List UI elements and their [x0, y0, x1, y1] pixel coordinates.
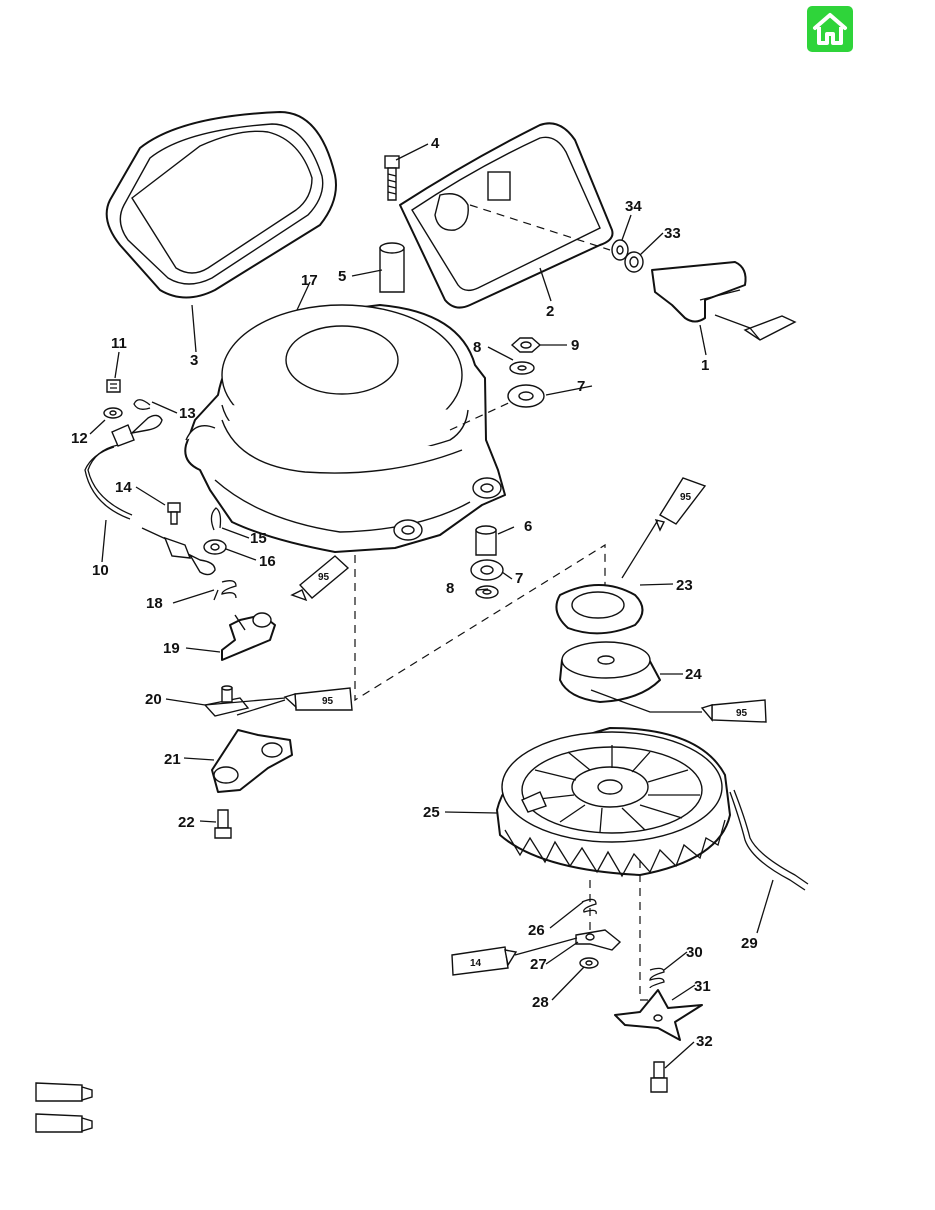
part-25-rewind-pulley: [496, 727, 731, 878]
part-10-stop-switch-lead: [84, 414, 216, 576]
part-9-nut: [510, 337, 542, 353]
callout-27: 27: [530, 956, 547, 973]
callout-26: 26: [528, 922, 545, 939]
callout-12: 12: [71, 430, 88, 447]
lubricant-tube-2: 95: [290, 555, 350, 602]
lubricant-tube-1: 95: [654, 477, 707, 532]
callout-20: 20: [145, 691, 162, 708]
svg-text:14: 14: [470, 958, 482, 969]
callout-21: 21: [164, 751, 181, 768]
callout-17: 17: [301, 272, 318, 289]
part-7-grommet-bottom: [470, 559, 504, 581]
part-1-handle: [651, 261, 797, 341]
part-17-rewind-housing: [184, 304, 606, 702]
callout-14: 14: [115, 479, 132, 496]
part-3-seal: [105, 111, 337, 299]
callout-8-bottom: 8: [446, 580, 454, 597]
callout-3: 3: [190, 352, 198, 369]
part-33-bushing: [624, 251, 644, 273]
part-16-bushing: [203, 539, 227, 555]
callout-34: 34: [625, 198, 642, 215]
part-29-starter-rope: [729, 789, 809, 891]
callout-5: 5: [338, 268, 346, 285]
callout-2: 2: [546, 303, 554, 320]
callout-18: 18: [146, 595, 163, 612]
part-21-bracket: [211, 729, 293, 793]
part-31-pawl-plate: [614, 989, 703, 1041]
part-28-washer: [579, 957, 599, 969]
leader-lines: [89, 143, 774, 1069]
callout-23: 23: [676, 577, 693, 594]
callout-31: 31: [694, 978, 711, 995]
part-6-sleeve: [475, 525, 497, 556]
legend-tube-2: [35, 1113, 93, 1133]
callout-4: 4: [431, 135, 440, 152]
part-27-pawl: [575, 929, 622, 951]
part-7-grommet-top: [507, 384, 545, 408]
part-22-screw: [214, 809, 232, 839]
callout-9: 9: [571, 337, 579, 354]
part-8-washer-bottom: [475, 585, 499, 599]
callout-33: 33: [664, 225, 681, 242]
callout-24: 24: [685, 666, 702, 683]
lubricant-tube-3: 95: [283, 687, 353, 711]
callout-25: 25: [423, 804, 440, 821]
part-34-washer: [611, 239, 629, 261]
callout-7-top: 7: [577, 378, 585, 395]
svg-text:95: 95: [680, 492, 692, 503]
part-20-pivot: [203, 685, 250, 717]
callouts: 1 2 3 4 5 6 7 7 8 8 9 10 11 12 13 14 15 …: [71, 135, 758, 1050]
part-2-handle-housing: [399, 122, 614, 309]
lubricant-tube-5: 14: [451, 946, 518, 976]
lubricant-tube-4: 95: [700, 699, 767, 723]
part-23-cam-plate: [555, 584, 644, 635]
callout-29: 29: [741, 935, 758, 952]
part-14-screw: [167, 502, 181, 525]
part-18-spring: [213, 580, 237, 601]
legend-tube-1: [35, 1082, 93, 1102]
part-12-washer: [103, 407, 123, 419]
home-button[interactable]: [807, 6, 853, 52]
callout-15: 15: [250, 530, 267, 547]
callout-8-top: 8: [473, 339, 481, 356]
svg-text:95: 95: [318, 572, 330, 583]
callout-1: 1: [701, 357, 709, 374]
home-icon: [813, 13, 847, 45]
part-24-friction-plate: [559, 641, 661, 703]
callout-7-bottom: 7: [515, 570, 523, 587]
part-15-pin: [210, 507, 222, 531]
part-5-sleeve: [379, 242, 405, 293]
part-4-screw: [384, 155, 400, 201]
callout-19: 19: [163, 640, 180, 657]
part-26-spring: [581, 898, 597, 915]
svg-text:95: 95: [322, 696, 334, 707]
callout-30: 30: [686, 944, 703, 961]
part-13-clip: [133, 399, 151, 410]
callout-13: 13: [179, 405, 196, 422]
callout-32: 32: [696, 1033, 713, 1050]
callout-22: 22: [178, 814, 195, 831]
callout-6: 6: [524, 518, 532, 535]
callout-16: 16: [259, 553, 276, 570]
callout-11: 11: [111, 335, 127, 352]
part-11-screw: [106, 379, 121, 393]
callout-28: 28: [532, 994, 549, 1011]
part-32-screw: [650, 1061, 668, 1093]
callout-10: 10: [92, 562, 109, 579]
part-19-lockout-lever: [221, 612, 276, 661]
part-8-washer-top: [509, 361, 535, 375]
svg-text:95: 95: [736, 708, 748, 719]
part-30-spring: [649, 967, 665, 989]
